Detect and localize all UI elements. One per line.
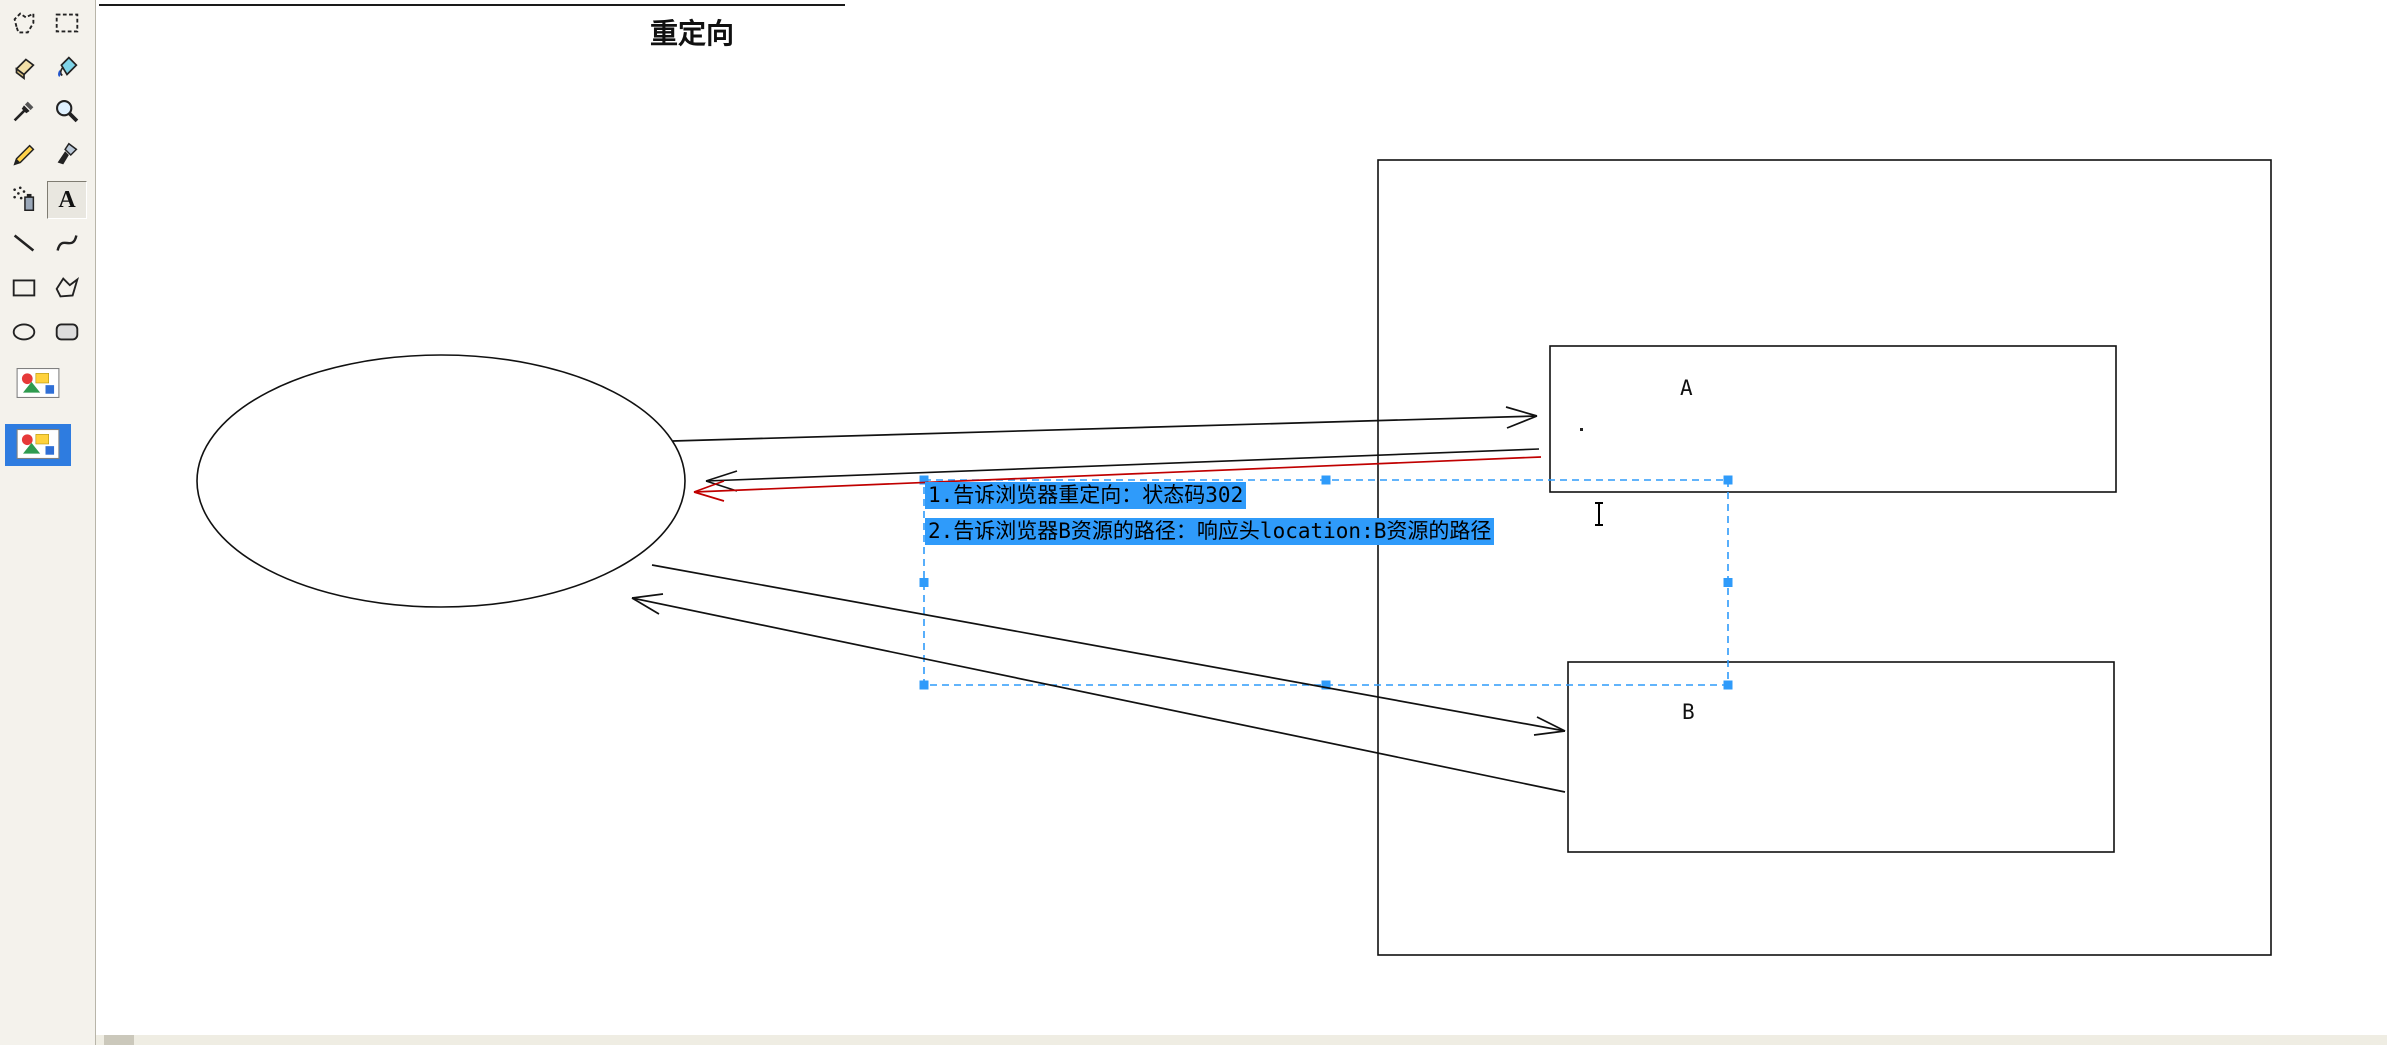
selected-text-line2[interactable]: 2.告诉浏览器B资源的路径：响应头location:B资源的路径 (925, 518, 1495, 545)
resource-b-box (1567, 661, 2115, 853)
arrow-response-b (631, 593, 1566, 793)
resource-a-box (1549, 345, 2117, 493)
ellipse-icon (9, 316, 39, 349)
airbrush-icon (9, 184, 39, 217)
magnifier-icon (52, 96, 82, 129)
arrow-request-a (672, 406, 1538, 442)
select-icon (52, 8, 82, 41)
stray-dot (1580, 428, 1583, 431)
select-tool-button[interactable] (47, 5, 87, 43)
rounded-rectangle-icon (52, 316, 82, 349)
horizontal-scrollbar[interactable] (96, 1035, 2387, 1045)
tool-options (5, 363, 71, 466)
opaque-background-option[interactable] (5, 363, 71, 405)
brush-tool-button[interactable] (47, 137, 87, 175)
server-box (1377, 159, 2272, 956)
ellipse-tool-button[interactable] (4, 313, 44, 351)
diagram-title: 重定向 (650, 18, 735, 49)
selection-handles[interactable] (919, 475, 1733, 690)
airbrush-tool-button[interactable] (4, 181, 44, 219)
drawing-canvas[interactable] (96, 0, 2387, 1035)
polygon-tool-button[interactable] (47, 269, 87, 307)
arrow-request-b (651, 564, 1566, 736)
selection-box[interactable] (919, 475, 1733, 690)
fill-bucket-icon (52, 52, 82, 85)
eyedropper-icon (9, 96, 39, 129)
text-tool-icon: A (58, 187, 76, 213)
free-form-select-tool-button[interactable] (4, 5, 44, 43)
arrow-response-a (705, 448, 1540, 492)
rounded-rectangle-tool-button[interactable] (47, 313, 87, 351)
eraser-tool-button[interactable] (4, 49, 44, 87)
tool-palette: A (0, 0, 96, 1045)
pencil-icon (9, 140, 39, 173)
polygon-icon (52, 272, 82, 305)
text-tool-button[interactable]: A (47, 181, 87, 219)
curve-tool-button[interactable] (47, 225, 87, 263)
selected-text-line1[interactable]: 1.告诉浏览器重定向：状态码302 (925, 482, 1247, 509)
pencil-tool-button[interactable] (4, 137, 44, 175)
arrow-redirect-response (693, 456, 1542, 502)
opaque-background-icon (16, 367, 60, 401)
fill-with-color-tool-button[interactable] (47, 49, 87, 87)
eraser-icon (9, 52, 39, 85)
pick-color-tool-button[interactable] (4, 93, 44, 131)
magnifier-tool-button[interactable] (47, 93, 87, 131)
curve-icon (52, 228, 82, 261)
brush-icon (52, 140, 82, 173)
browser-ellipse (196, 354, 686, 608)
resource-a-label: A (1680, 376, 1693, 400)
transparent-background-option[interactable] (5, 424, 71, 466)
transparent-background-icon (16, 428, 60, 462)
tool-grid: A (4, 5, 87, 351)
ibeam-cursor-icon (1592, 501, 1606, 532)
free-form-select-icon (9, 8, 39, 41)
scrollbar-thumb[interactable] (104, 1035, 134, 1045)
rectangle-icon (9, 272, 39, 305)
line-icon (9, 228, 39, 261)
rectangle-tool-button[interactable] (4, 269, 44, 307)
resource-b-label: B (1682, 700, 1695, 724)
line-tool-button[interactable] (4, 225, 44, 263)
